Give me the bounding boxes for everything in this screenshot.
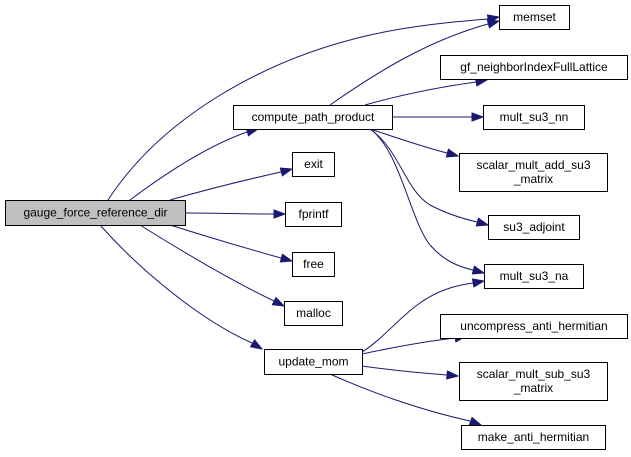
- edge-compute-path-product-to-su3-adjoint: [369, 128, 490, 227]
- node-box[interactable]: [284, 301, 343, 326]
- node-scalar-mult-sub-su3-matrix[interactable]: scalar_mult_sub_su3_matrix: [459, 362, 608, 401]
- node-box[interactable]: [488, 215, 580, 240]
- edge-line: [184, 212, 275, 215]
- node-make-anti-hermitian[interactable]: make_anti_hermitian: [461, 425, 606, 450]
- edge-update-mom-to-make-anti-hermitian: [329, 373, 483, 426]
- arrowhead-icon: [249, 339, 264, 350]
- arrowhead-icon: [279, 167, 294, 177]
- edge-line: [369, 128, 448, 154]
- arrowhead-icon: [471, 265, 486, 275]
- arrowhead-icon: [273, 209, 287, 219]
- node-label: fprintf: [298, 207, 329, 221]
- arrowhead-icon: [271, 296, 286, 307]
- edge-compute-path-product-to-gf-neighborIndexFullLattice: [364, 77, 489, 106]
- node-compute-path-product[interactable]: compute_path_product: [233, 105, 393, 130]
- edge-line: [361, 337, 456, 355]
- node-label: gauge_force_reference_dir: [23, 206, 167, 220]
- node-exit[interactable]: exit: [292, 152, 335, 177]
- edge-root-to-fprintf: [184, 209, 287, 219]
- node-update-mom[interactable]: update_mom: [264, 349, 363, 375]
- node-label: make_anti_hermitian: [478, 430, 589, 444]
- arrowhead-icon: [446, 370, 460, 380]
- arrowhead-icon: [279, 253, 294, 263]
- edge-line: [129, 131, 248, 201]
- edge-line: [107, 18, 489, 201]
- node-label: mult_su3_nn: [500, 110, 569, 124]
- node-label: _matrix: [513, 381, 553, 395]
- node-su3-adjoint[interactable]: su3_adjoint: [488, 215, 580, 240]
- node-malloc[interactable]: malloc: [284, 301, 343, 326]
- edge-line: [329, 373, 471, 422]
- node-label: scalar_mult_add_su3: [476, 158, 590, 172]
- node-label: exit: [304, 157, 323, 171]
- edge-root-to-update-mom: [99, 224, 264, 350]
- arrowhead-icon: [445, 148, 460, 158]
- node-label: free: [303, 257, 324, 271]
- edge-update-mom-to-mult-su3-na: [361, 278, 486, 353]
- edge-root-to-malloc: [139, 224, 286, 307]
- node-box[interactable]: [5, 200, 186, 226]
- node-label: memset: [513, 10, 556, 24]
- edge-root-to-compute-path-product: [129, 127, 260, 201]
- node-label: update_mom: [278, 355, 348, 369]
- edge-line: [361, 282, 474, 353]
- arrowhead-icon: [468, 416, 483, 426]
- edge-line: [169, 171, 282, 201]
- node-box[interactable]: [285, 202, 342, 227]
- node-label: malloc: [296, 306, 331, 320]
- edge-compute-path-product-to-mult-su3-na: [369, 128, 486, 275]
- edge-compute-path-product-to-memset: [329, 19, 501, 106]
- edge-compute-path-product-to-mult-su3-nn: [392, 112, 485, 122]
- arrowhead-icon: [486, 19, 501, 29]
- edge-line: [99, 224, 253, 344]
- node-label: uncompress_anti_hermitian: [460, 319, 607, 333]
- edge-line: [329, 23, 489, 106]
- edge-line: [369, 128, 474, 271]
- arrowhead-icon: [471, 278, 486, 288]
- node-memset[interactable]: memset: [499, 5, 570, 30]
- node-box[interactable]: [292, 152, 335, 177]
- edge-root-to-exit: [169, 167, 294, 201]
- node-label: scalar_mult_sub_su3: [477, 367, 591, 381]
- arrowhead-icon: [475, 217, 490, 227]
- node-free[interactable]: free: [292, 252, 335, 277]
- node-fprintf[interactable]: fprintf: [285, 202, 342, 227]
- edge-line: [369, 128, 478, 223]
- node-scalar-mult-add-su3-matrix[interactable]: scalar_mult_add_su3_matrix: [459, 153, 608, 192]
- node-box[interactable]: [292, 252, 335, 277]
- node-box[interactable]: [440, 314, 628, 339]
- node-gf-neighborIndexFullLattice[interactable]: gf_neighborIndexFullLattice: [440, 55, 628, 80]
- arrowhead-icon: [471, 112, 485, 122]
- node-box[interactable]: [499, 5, 570, 30]
- node-root[interactable]: gauge_force_reference_dir: [5, 200, 186, 226]
- edge-line: [169, 224, 282, 259]
- edge-update-mom-to-scalar-mult-sub-su3-matrix: [361, 365, 460, 380]
- node-mult-su3-nn[interactable]: mult_su3_nn: [483, 105, 585, 130]
- node-box[interactable]: [264, 349, 363, 375]
- node-box[interactable]: [483, 105, 585, 130]
- node-box[interactable]: [461, 425, 606, 450]
- node-box[interactable]: [459, 362, 608, 401]
- node-box[interactable]: [484, 264, 584, 289]
- node-mult-su3-na[interactable]: mult_su3_na: [484, 264, 584, 289]
- edge-line: [361, 365, 448, 376]
- edge-compute-path-product-to-scalar-mult-add-su3-matrix: [369, 128, 460, 158]
- edge-line: [139, 224, 275, 302]
- nodes-layer: gauge_force_reference_dir compute_path_pr…: [5, 5, 628, 450]
- node-label: mult_su3_na: [500, 269, 569, 283]
- edge-line: [364, 81, 477, 106]
- node-label: _matrix: [513, 172, 553, 186]
- node-box[interactable]: [440, 55, 628, 80]
- node-label: gf_neighborIndexFullLattice: [460, 60, 608, 74]
- node-uncompress-anti-hermitian[interactable]: uncompress_anti_hermitian: [440, 314, 628, 339]
- node-label: su3_adjoint: [503, 220, 565, 234]
- node-label: compute_path_product: [252, 110, 375, 124]
- node-box[interactable]: [233, 105, 393, 130]
- node-box[interactable]: [459, 153, 608, 192]
- edge-root-to-free: [169, 224, 294, 263]
